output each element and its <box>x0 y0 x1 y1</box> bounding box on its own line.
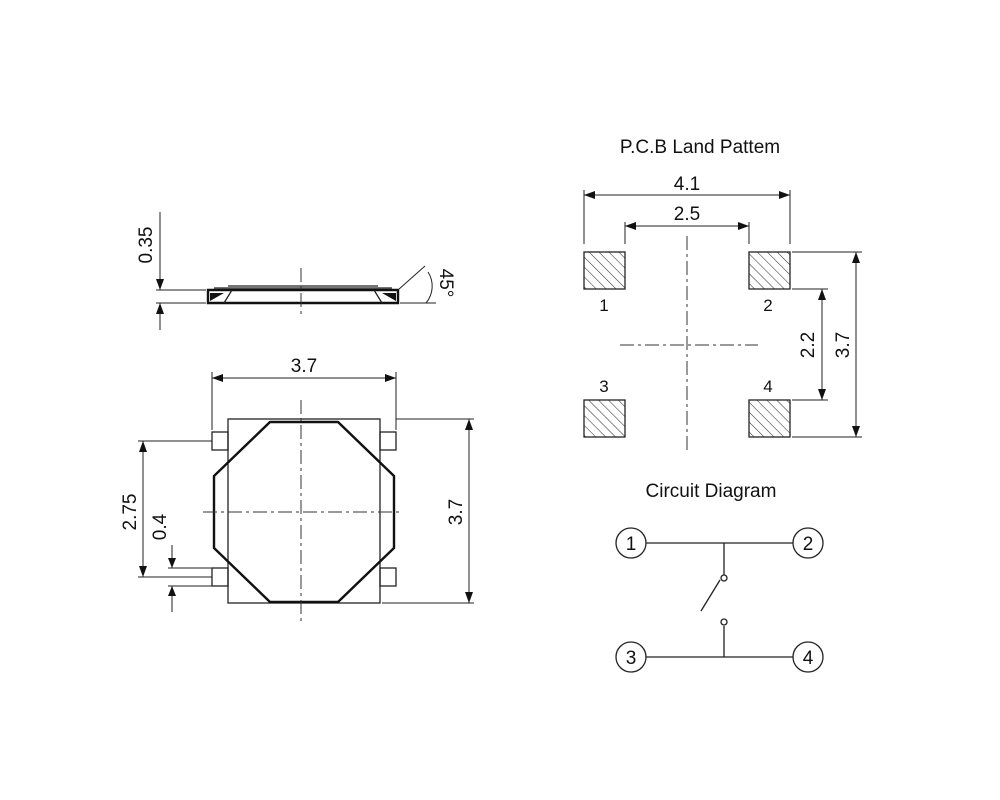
pcb-outer-height-label: 3.7 <box>833 332 854 358</box>
terminal-4 <box>792 641 824 673</box>
pin-pitch-label: 2.75 <box>120 494 141 531</box>
top-view-pins <box>211 431 397 587</box>
terminal-label: 3 <box>626 648 637 669</box>
pcb-pad-label: 2 <box>763 296 772 315</box>
circuit-diagram: Circuit Diagram 1 2 3 4 <box>615 481 824 673</box>
top-view-width-dimension <box>211 372 397 430</box>
circuit-title: Circuit Diagram <box>646 481 777 502</box>
pcb-pad-1 <box>583 251 626 290</box>
pin-pitch-dimension <box>138 440 212 578</box>
top-view-width-label: 3.7 <box>291 356 317 377</box>
angle-label: 45° <box>435 269 456 298</box>
pin-width-label: 0.4 <box>150 513 171 540</box>
pin-width-dimension <box>168 545 212 612</box>
terminal-label: 1 <box>626 534 637 555</box>
terminal-label: 4 <box>803 648 814 669</box>
terminal-2 <box>792 527 824 559</box>
switch-lever <box>700 579 721 612</box>
pcb-pad-label: 3 <box>599 377 608 396</box>
pcb-pad-2 <box>748 251 791 290</box>
lower-contact <box>720 618 728 626</box>
top-view-height-label: 3.7 <box>446 499 467 525</box>
pcb-outer-width-label: 4.1 <box>674 174 700 195</box>
angle-dimension <box>397 265 436 304</box>
pcb-title: P.C.B Land Pattem <box>620 137 780 158</box>
pcb-pad-label: 1 <box>599 296 608 315</box>
top-view: 3.7 3.7 2.75 0.4 <box>120 356 474 625</box>
side-view-body <box>206 285 400 305</box>
pcb-inner-width-dimension <box>624 222 750 244</box>
upper-contact <box>720 574 728 582</box>
side-view: 0.35 45° <box>136 212 456 330</box>
pcb-inner-height-label: 2.2 <box>798 332 819 358</box>
terminal-label: 2 <box>803 534 814 555</box>
pcb-inner-height-dimension <box>792 288 828 401</box>
terminal-3 <box>615 641 647 673</box>
pcb-outer-width-dimension <box>583 190 791 244</box>
pcb-pad-3 <box>583 399 626 438</box>
pcb-outer-height-dimension <box>792 251 862 438</box>
pcb-pad-label: 4 <box>763 377 772 396</box>
top-view-body <box>227 418 381 604</box>
pcb-inner-width-label: 2.5 <box>674 204 700 225</box>
pcb-pad-4 <box>748 399 791 438</box>
terminal-1 <box>615 527 647 559</box>
thickness-label: 0.35 <box>136 227 157 264</box>
pcb-land-pattern: P.C.B Land Pattem 4.1 2.5 1 2 3 4 <box>583 137 862 452</box>
top-view-octagon <box>212 420 396 604</box>
top-view-height-dimension <box>382 418 474 604</box>
thickness-dimension <box>156 212 206 330</box>
